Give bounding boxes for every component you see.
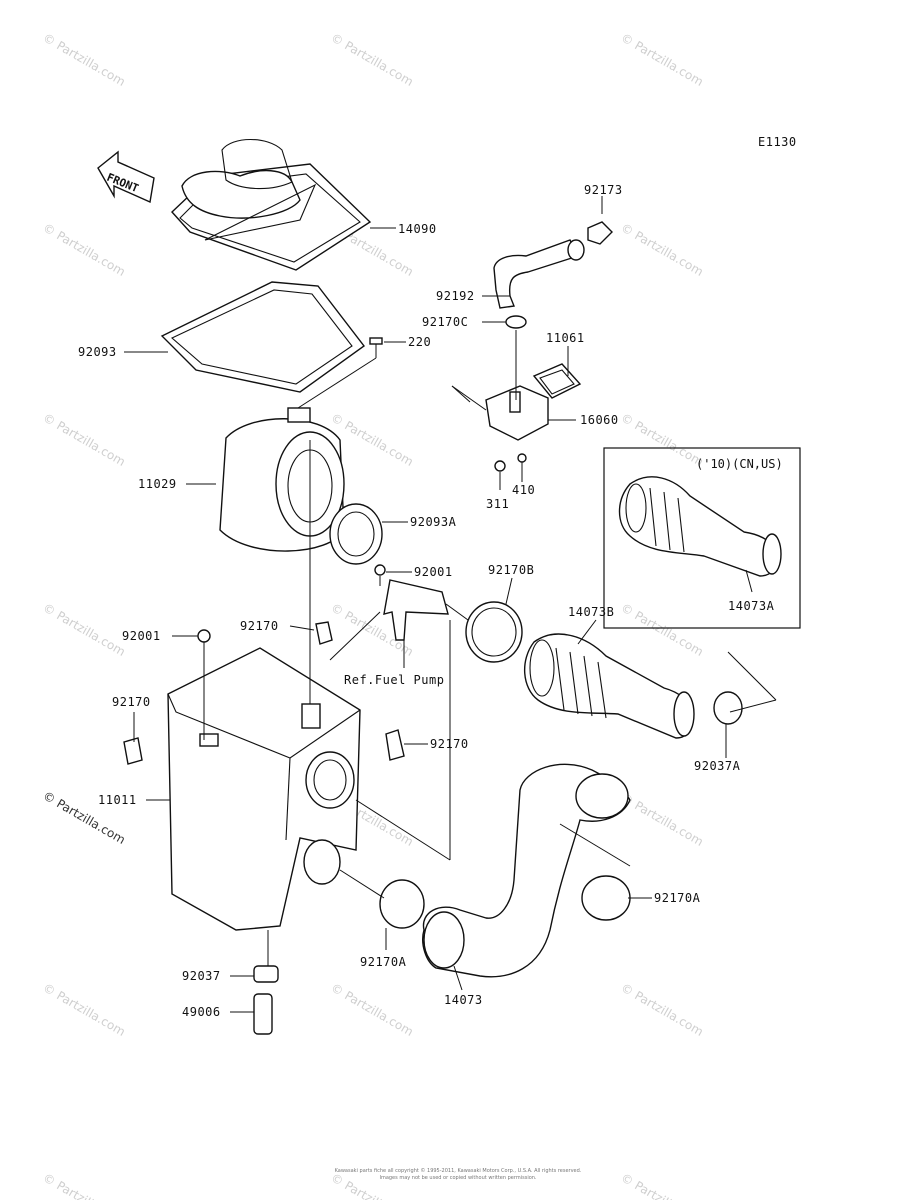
callout-label: 11029	[138, 477, 177, 491]
bolt-left	[197, 629, 211, 656]
callout-label: 92001	[122, 629, 161, 643]
hose-clamp-b	[465, 601, 523, 663]
hose-clamp-a	[713, 691, 743, 725]
callout-label: 92170B	[488, 563, 534, 577]
callout-label: 92170A	[654, 891, 701, 905]
watermark: © Partzilla.com	[41, 600, 128, 658]
callout-label: 14073A	[728, 599, 775, 613]
callout-label: 92001	[414, 565, 453, 579]
callout-label: 16060	[580, 413, 619, 427]
drain-parts	[253, 965, 279, 1035]
callout-label: 311	[486, 497, 509, 511]
footer-line: Images may not be used or copied without…	[379, 1175, 536, 1181]
watermark: © Partzilla.com	[329, 30, 416, 88]
watermark: © Partzilla.com	[41, 30, 128, 88]
callout-label: 92170	[240, 619, 279, 633]
callout-label: 14073B	[568, 605, 614, 619]
callout-labels: 14090 92173 92192 92170C 11061 92093 220…	[78, 183, 775, 1019]
diagram-code: E1130	[758, 135, 797, 149]
leader-lines	[124, 196, 777, 1013]
breather-hose	[493, 221, 613, 329]
callout-label: 11011	[98, 793, 137, 807]
callout-label: 92170	[430, 737, 469, 751]
watermark: © Partzilla.com	[619, 790, 706, 848]
callout-label: 92093A	[410, 515, 457, 529]
watermark: © Partzilla.com	[41, 980, 128, 1038]
watermark: © Partzilla.com	[41, 1170, 128, 1200]
air-cleaner-cover	[171, 139, 372, 271]
clips	[123, 621, 405, 765]
callout-label: 220	[408, 335, 431, 349]
callout-label: 92093	[78, 345, 117, 359]
watermark: © Partzilla.com	[41, 410, 128, 468]
callout-label: 92170C	[422, 315, 468, 329]
ref-note: Ref.Fuel Pump	[344, 673, 444, 687]
callout-label: 92173	[584, 183, 623, 197]
watermark: © Partzilla.com	[41, 220, 128, 278]
watermark: © Partzilla.com	[329, 980, 416, 1038]
callout-label: 410	[512, 483, 535, 497]
callout-label: 14073	[444, 993, 483, 1007]
callout-label: 92170A	[360, 955, 407, 969]
watermark: © Partzilla.com	[619, 980, 706, 1038]
watermark: © Partzilla.com	[619, 220, 706, 278]
bracket	[374, 564, 449, 641]
callout-label: 92037	[182, 969, 221, 983]
watermark: © Partzilla.com	[619, 410, 706, 468]
callout-label: 11061	[546, 331, 585, 345]
callout-label: 92037A	[694, 759, 741, 773]
gasket	[160, 281, 365, 393]
callout-label: 92192	[436, 289, 475, 303]
callout-label: 49006	[182, 1005, 221, 1019]
front-arrow-icon: FRONT	[97, 150, 155, 204]
bolt	[369, 337, 383, 358]
intake-duct-boot	[523, 633, 695, 739]
callout-label: 92170	[112, 695, 151, 709]
intake-duct	[422, 763, 631, 978]
callout-label: 14090	[398, 222, 437, 236]
variant-box: ('10)(CN,US)	[603, 447, 801, 629]
footer: Kawasaki parts fiche all copyright © 199…	[335, 1167, 582, 1181]
watermark: © Partzilla.com	[619, 600, 706, 658]
air-cleaner-case	[167, 647, 361, 931]
watermark: © Partzilla.com	[619, 30, 706, 88]
watermark: © Partzilla.com	[619, 1170, 706, 1200]
variant-note: ('10)(CN,US)	[696, 457, 783, 471]
seal-ring	[329, 503, 383, 565]
footer-line: Kawasaki parts fiche all copyright © 199…	[335, 1167, 582, 1174]
